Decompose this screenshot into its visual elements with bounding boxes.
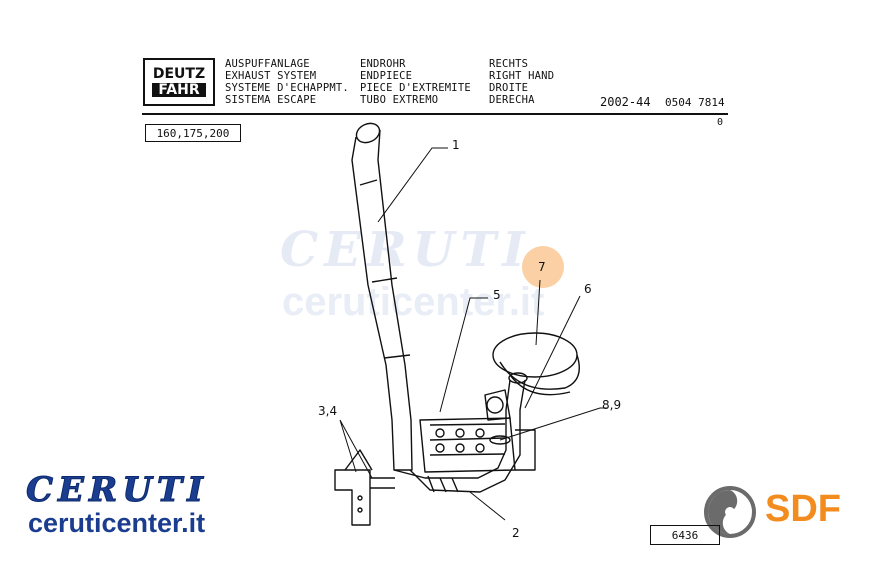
callout-5: 5 xyxy=(493,288,501,302)
clamp-part-8-9 xyxy=(489,435,511,445)
header-side-column: RECHTS RIGHT HAND DROITE DERECHA xyxy=(489,58,554,106)
models-box: 160,175,200 xyxy=(145,124,241,142)
models-label: 160,175,200 xyxy=(156,126,230,140)
leader-6 xyxy=(524,295,581,409)
revision: 0 xyxy=(717,117,724,128)
callout-7: 7 xyxy=(538,260,546,274)
elbow-pipe-part-2 xyxy=(393,372,528,493)
watermark-ceruti: CERUTI xyxy=(280,222,531,278)
header-rule xyxy=(142,113,728,115)
page-number: 6436 xyxy=(671,528,699,542)
engine-block xyxy=(419,389,536,473)
leader-8-9 xyxy=(499,407,608,441)
callout-7-highlight xyxy=(522,246,564,288)
part-code: 0504 7814 xyxy=(665,96,725,109)
part-es: TUBO EXTREMO xyxy=(360,94,439,106)
bracket-part-3-4 xyxy=(334,449,395,526)
sdf-logo-mark xyxy=(704,486,756,538)
deutz-fahr-logo: DEUTZ FAHR xyxy=(143,58,215,106)
callout-8-9: 8,9 xyxy=(602,398,622,412)
callout-2: 2 xyxy=(512,526,520,540)
leader-2 xyxy=(469,491,506,521)
callout-6: 6 xyxy=(584,282,592,296)
side-es: DERECHA xyxy=(489,94,535,106)
side-de: RECHTS xyxy=(489,58,529,70)
group-en: EXHAUST SYSTEM xyxy=(225,70,317,82)
header-group-column: AUSPUFFANLAGE EXHAUST SYSTEM SYSTEME D'E… xyxy=(225,58,349,106)
group-es: SISTEMA ESCAPE xyxy=(225,94,317,106)
part-fr: PIECE D'EXTREMITE xyxy=(360,82,471,94)
side-fr: DROITE xyxy=(489,82,529,94)
leader-5 xyxy=(439,297,488,413)
watermark-ceruticenter: ceruticenter.it xyxy=(282,280,545,324)
tail-pipe-part-1 xyxy=(351,122,413,471)
muffler-part-7 xyxy=(492,332,580,396)
logo-fahr: FAHR xyxy=(152,83,206,97)
leader-3-4 xyxy=(339,419,373,479)
date-code: 2002-44 xyxy=(600,95,651,109)
ceruticenter-link[interactable]: ceruticenter.it xyxy=(28,508,206,538)
page-number-box: 6436 xyxy=(650,525,720,545)
sdf-logo-text: SDF xyxy=(765,488,841,530)
part-en: ENDPIECE xyxy=(360,70,413,82)
callout-1: 1 xyxy=(452,138,460,152)
side-en: RIGHT HAND xyxy=(489,70,555,82)
logo-deutz: DEUTZ xyxy=(152,66,206,82)
ceruti-logo: CERUTI xyxy=(25,470,209,511)
leader-7 xyxy=(535,279,541,346)
header-part-column: ENDROHR ENDPIECE PIECE D'EXTREMITE TUBO … xyxy=(360,58,471,106)
callout-3-4: 3,4 xyxy=(318,404,338,418)
group-fr: SYSTEME D'ECHAPPMT. xyxy=(225,82,349,94)
group-de: AUSPUFFANLAGE xyxy=(225,58,310,70)
part-de: ENDROHR xyxy=(360,58,406,70)
leader-1 xyxy=(377,147,448,223)
